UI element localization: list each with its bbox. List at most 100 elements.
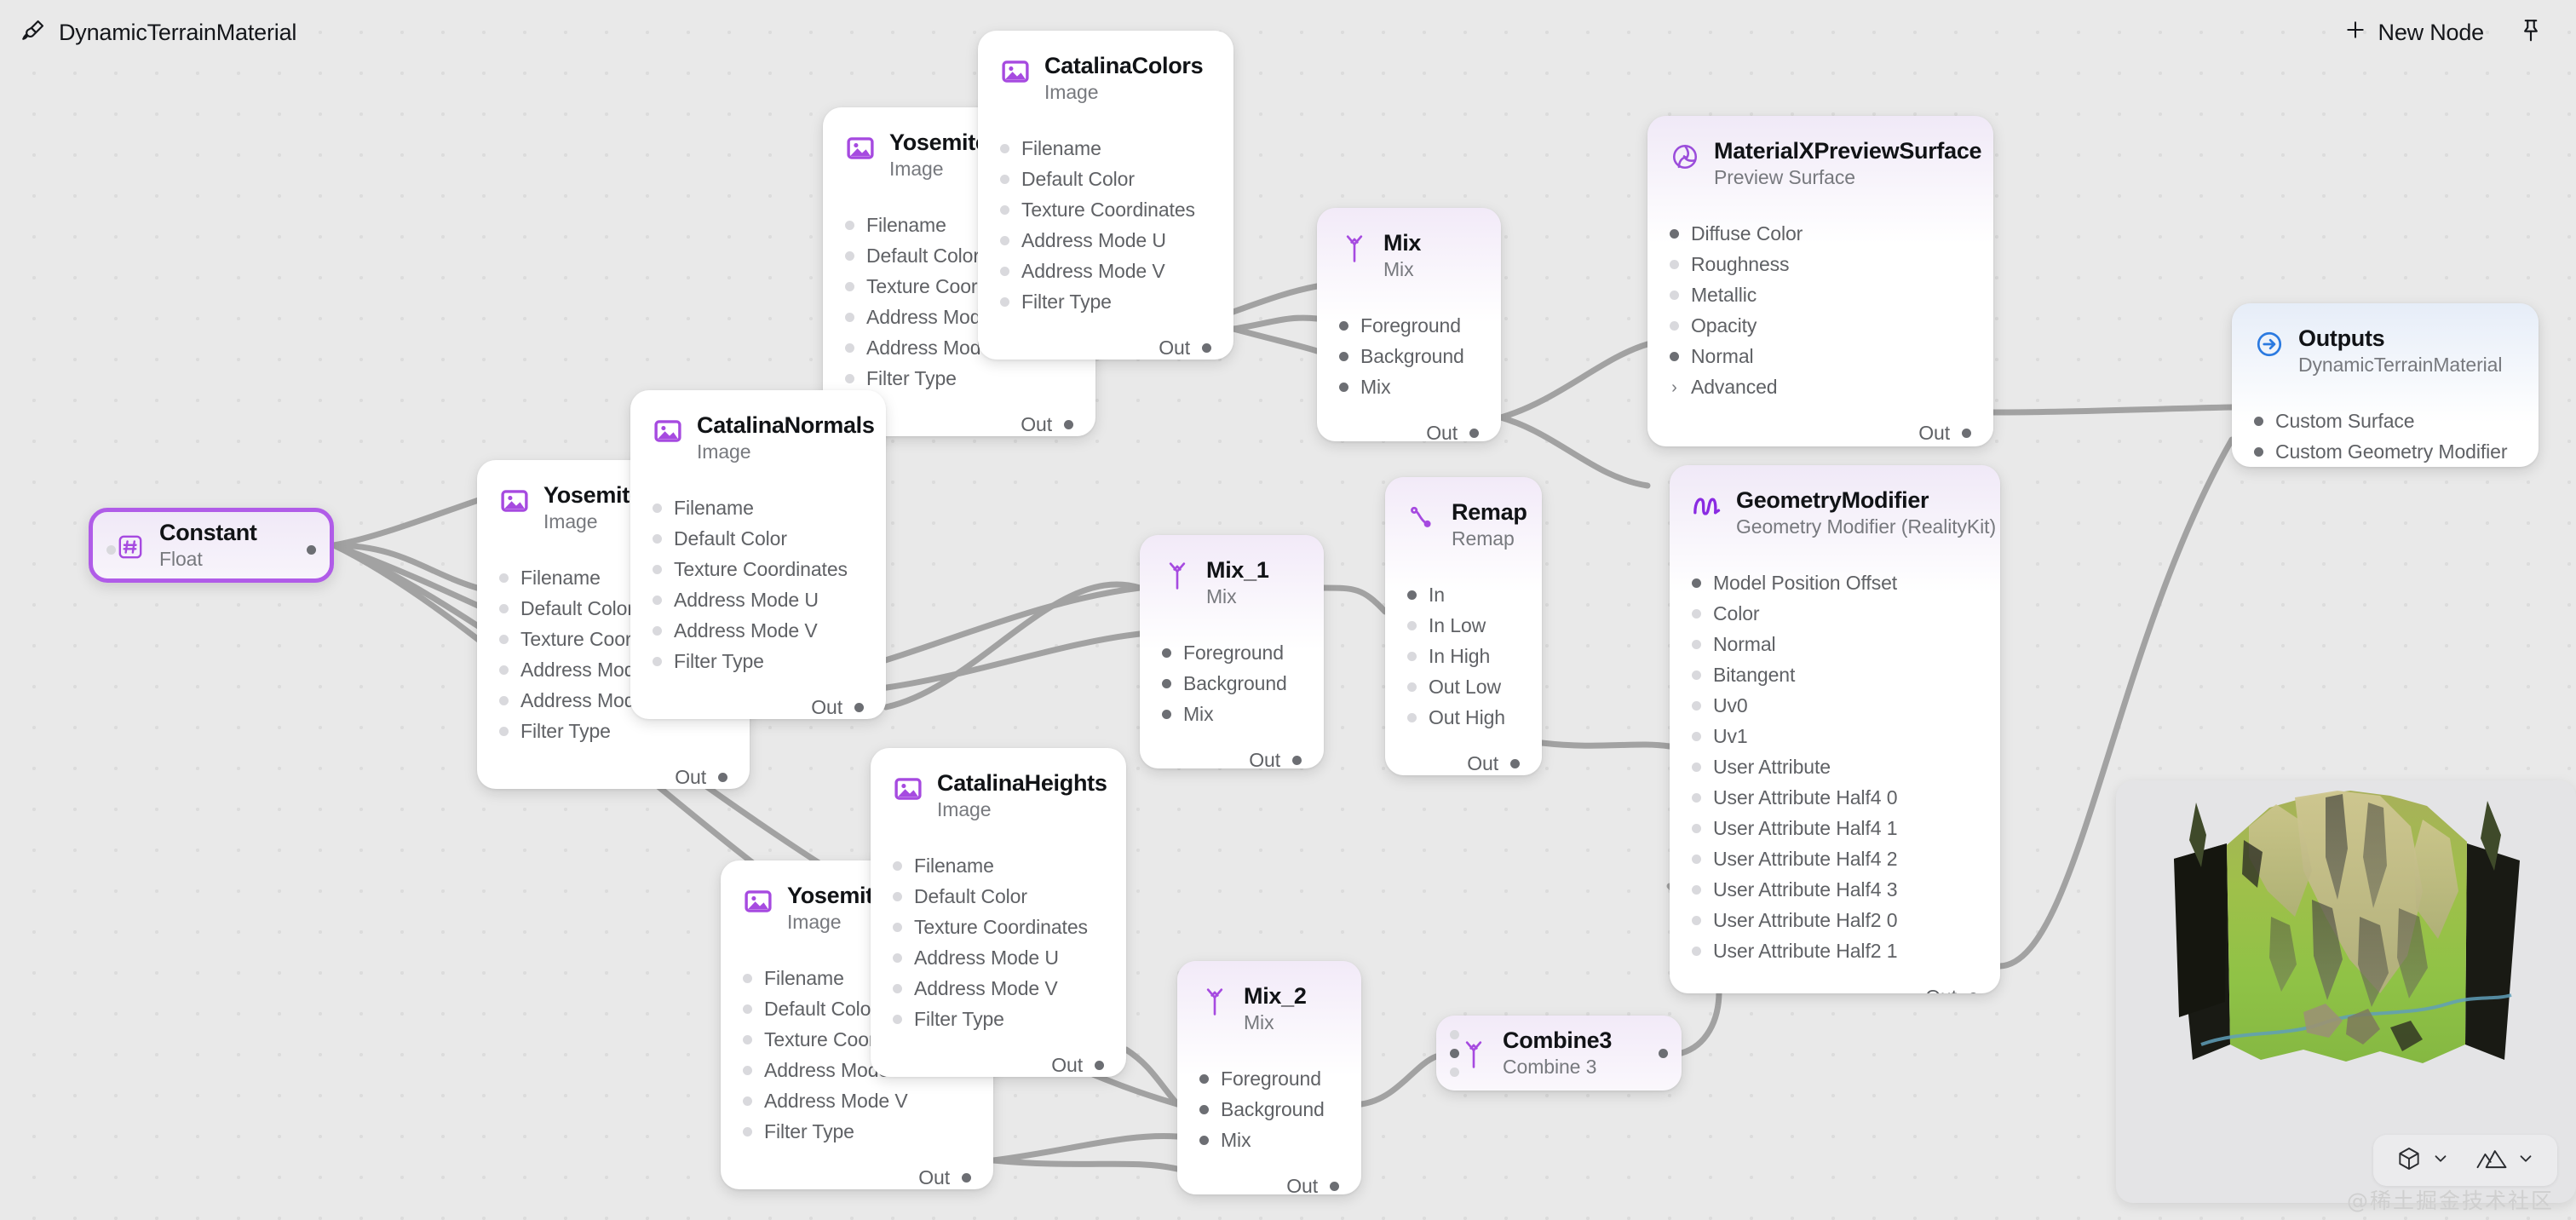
port-dot[interactable] (845, 374, 854, 384)
port-dot[interactable] (1000, 205, 1009, 216)
node-header[interactable]: Mix_1 Mix (1140, 535, 1324, 609)
viewport-environment-selector[interactable] (2475, 1146, 2535, 1176)
port-dot[interactable] (1692, 701, 1701, 711)
connection-edge[interactable] (1123, 1046, 1181, 1108)
port-dot[interactable] (1692, 640, 1701, 650)
port-dot[interactable] (1692, 885, 1701, 895)
port-dot[interactable] (1162, 648, 1171, 659)
input-port-dot[interactable] (1450, 1068, 1459, 1077)
output-port-dot[interactable] (1330, 1181, 1339, 1191)
node-header[interactable]: Yosemite Image (823, 107, 1095, 181)
port-dot[interactable] (499, 665, 509, 676)
port-dot[interactable] (893, 953, 902, 964)
port-dot[interactable] (1670, 291, 1679, 301)
port-row[interactable]: Filter Type (823, 364, 1095, 394)
input-port-dot[interactable] (1450, 1049, 1459, 1058)
node-header[interactable]: GeometryModifier Geometry Modifier (Real… (1670, 465, 2000, 539)
port-row[interactable]: Opacity (1647, 311, 1993, 342)
output-port-dot[interactable] (1095, 1060, 1104, 1070)
port-dot[interactable] (743, 974, 752, 984)
port-dot[interactable] (1692, 947, 1701, 957)
connection-edge[interactable] (1498, 414, 1651, 489)
input-port-dot[interactable] (1450, 1030, 1459, 1039)
port-dot[interactable] (1692, 855, 1701, 865)
node-header[interactable]: Mix Mix (1317, 208, 1501, 282)
port-row[interactable]: Filename (871, 851, 1126, 882)
node-header[interactable]: MaterialXPreviewSurface Preview Surface (1647, 116, 1993, 190)
port-dot[interactable] (1407, 652, 1417, 662)
node-mix-1[interactable]: Mix_1 Mix Foreground Background Mix Out (1140, 535, 1324, 768)
port-row[interactable]: › Advanced (1647, 372, 1993, 403)
node-catalina-heights[interactable]: CatalinaHeights Image Filename Default C… (871, 748, 1126, 1077)
port-row[interactable]: Background (1140, 669, 1324, 699)
port-dot[interactable] (1199, 1074, 1209, 1085)
port-dot[interactable] (893, 892, 902, 902)
port-dot[interactable] (653, 504, 662, 514)
port-row[interactable]: Foreground (1317, 311, 1501, 342)
preview-viewport[interactable] (2116, 780, 2576, 1203)
port-row[interactable]: Texture Coordinates (630, 555, 886, 585)
port-row[interactable]: Foreground (1140, 638, 1324, 669)
node-output-row[interactable]: Out (721, 1148, 993, 1189)
port-row[interactable]: Filter Type (871, 1004, 1126, 1035)
viewport-toolbar[interactable] (2373, 1135, 2557, 1186)
node-remap[interactable]: Remap Remap In In Low In High Out Low O (1385, 477, 1542, 775)
port-row[interactable]: Filter Type (978, 287, 1233, 318)
port-dot[interactable] (893, 984, 902, 994)
port-dot[interactable] (1000, 175, 1009, 185)
output-port-dot[interactable] (1469, 428, 1479, 438)
port-dot[interactable] (1339, 321, 1348, 331)
port-row[interactable]: Mix (1317, 372, 1501, 403)
port-row[interactable]: Roughness (1647, 250, 1993, 280)
port-row[interactable]: In (1385, 580, 1542, 611)
port-dot[interactable] (499, 696, 509, 706)
port-dot[interactable] (1692, 824, 1701, 834)
node-output-row[interactable]: Out (1317, 403, 1501, 441)
port-dot[interactable] (1670, 321, 1679, 331)
port-row[interactable]: Out Low (1385, 672, 1542, 703)
connection-edge[interactable] (331, 542, 480, 591)
port-dot[interactable] (653, 596, 662, 606)
port-dot[interactable] (653, 657, 662, 667)
port-dot[interactable] (653, 565, 662, 575)
port-row[interactable]: Address Mode V (721, 1086, 993, 1117)
node-geometry-modifier[interactable]: GeometryModifier Geometry Modifier (Real… (1670, 465, 2000, 993)
port-dot[interactable] (653, 534, 662, 544)
port-row[interactable]: Address Mode U (871, 943, 1126, 974)
port-dot[interactable] (1339, 352, 1348, 362)
port-row[interactable]: Out High (1385, 703, 1542, 734)
port-dot[interactable] (1692, 793, 1701, 803)
node-mix[interactable]: Mix Mix Foreground Background Mix Out (1317, 208, 1501, 441)
port-row[interactable]: Background (1317, 342, 1501, 372)
port-dot[interactable] (893, 861, 902, 872)
viewport-object-selector[interactable] (2395, 1145, 2450, 1177)
input-port-dot[interactable] (106, 545, 116, 555)
port-dot[interactable] (845, 251, 854, 262)
port-dot[interactable] (499, 635, 509, 645)
port-row[interactable]: User Attribute Half4 3 (1670, 875, 2000, 906)
port-dot[interactable] (499, 573, 509, 584)
node-constant[interactable]: Constant Float (89, 508, 334, 583)
port-dot[interactable] (1199, 1105, 1209, 1115)
node-header[interactable]: Mix_2 Mix (1177, 961, 1361, 1035)
port-row[interactable]: Default Color (978, 164, 1233, 195)
port-row[interactable]: User Attribute Half4 0 (1670, 783, 2000, 814)
port-dot[interactable] (1670, 260, 1679, 270)
port-dot[interactable] (845, 313, 854, 323)
node-outputs[interactable]: Outputs DynamicTerrainMaterial Custom Su… (2232, 303, 2539, 467)
port-row[interactable]: Address Mode U (978, 226, 1233, 256)
port-row[interactable]: Custom Geometry Modifier (2232, 437, 2539, 467)
port-row[interactable]: Mix (1140, 699, 1324, 730)
node-header[interactable]: Outputs DynamicTerrainMaterial (2232, 303, 2539, 377)
port-dot[interactable] (1000, 297, 1009, 308)
node-combine3[interactable]: Combine3 Combine 3 (1436, 1016, 1682, 1091)
connection-edge[interactable] (1230, 314, 1320, 332)
port-dot[interactable] (2254, 447, 2263, 458)
node-output-row[interactable]: Out (978, 318, 1233, 360)
output-port-dot[interactable] (1510, 758, 1520, 768)
node-header[interactable]: Combine3 Combine 3 (1436, 1016, 1682, 1091)
port-dot[interactable] (1692, 732, 1701, 742)
connection-edge[interactable] (1230, 325, 1320, 354)
port-dot[interactable] (1000, 267, 1009, 277)
port-dot[interactable] (1692, 578, 1701, 589)
